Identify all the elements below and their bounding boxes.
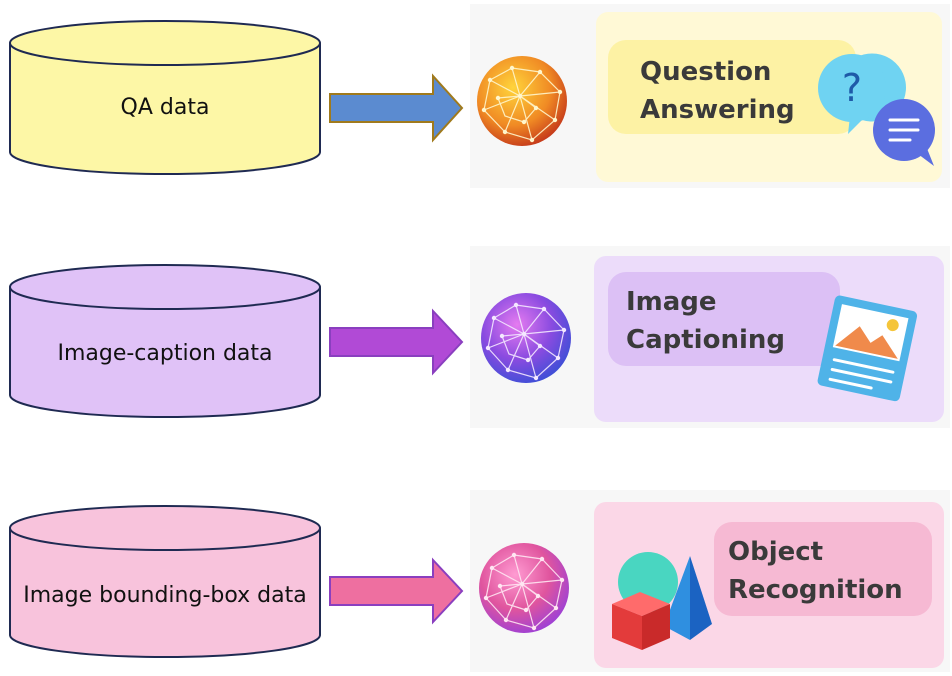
- task-title-bbox-line1: Object: [728, 537, 824, 567]
- framed-picture-icon: [817, 295, 918, 402]
- database-label-bbox: Image bounding-box data: [23, 583, 307, 608]
- network-globe-icon-bbox: [479, 543, 569, 633]
- task-title-caption-line2: Captioning: [626, 325, 785, 355]
- task-title-qa-line2: Answering: [640, 95, 795, 125]
- task-title-box-caption: [608, 272, 840, 366]
- task-title-qa-line1: Question: [640, 57, 772, 87]
- arrow-bbox: [329, 557, 464, 625]
- row-qa: ?: [9, 4, 950, 188]
- task-title-caption-line1: Image: [626, 287, 717, 317]
- database-cylinder-bbox: [9, 505, 321, 658]
- database-cylinder-caption: [9, 264, 321, 418]
- database-label-caption: Image-caption data: [57, 341, 273, 366]
- question-chat-bubbles-icon: ?: [818, 53, 935, 166]
- task-title-box-qa: [608, 40, 856, 134]
- task-title-box-bbox: [714, 522, 932, 616]
- svg-text:?: ?: [842, 66, 862, 110]
- network-globe-icon-caption: [481, 293, 571, 383]
- network-globe-icon-qa: [477, 56, 567, 146]
- database-cylinder-qa: [9, 20, 321, 175]
- arrow-qa: [329, 73, 464, 143]
- 3d-shapes-icon: [612, 552, 712, 650]
- task-title-bbox-line2: Recognition: [728, 575, 903, 605]
- row-caption: [9, 246, 950, 428]
- row-bbox: [9, 490, 950, 672]
- arrow-caption: [329, 308, 464, 376]
- database-label-qa: QA data: [120, 95, 210, 120]
